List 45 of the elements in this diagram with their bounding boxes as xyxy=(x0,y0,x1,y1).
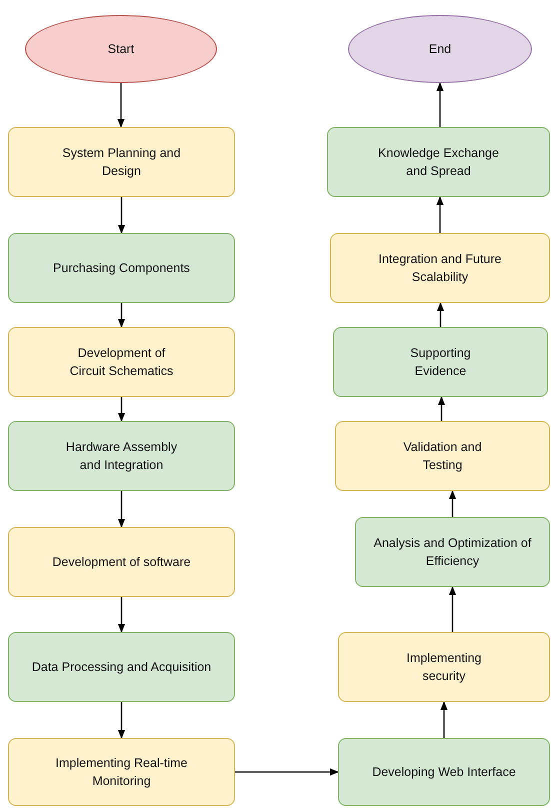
process-box xyxy=(330,233,550,303)
node-label: Implementing Real-time Monitoring xyxy=(54,755,188,790)
process-box xyxy=(8,327,235,397)
node-label: Validation and Testing xyxy=(402,439,483,474)
arrow xyxy=(118,597,126,633)
arrow xyxy=(436,196,444,233)
node-label: Developing Web Interface xyxy=(372,764,516,781)
process-box xyxy=(355,517,550,587)
arrow xyxy=(118,397,126,422)
process-box xyxy=(8,421,235,491)
arrow xyxy=(436,82,444,127)
arrow xyxy=(235,768,339,776)
arrow xyxy=(118,197,126,234)
process-box xyxy=(8,127,235,197)
process-box xyxy=(335,421,550,491)
node-label: Implementing security xyxy=(405,650,483,685)
process-box xyxy=(327,127,550,197)
process-box xyxy=(8,233,235,303)
node-label: Supporting Evidence xyxy=(409,345,472,380)
node-label: Start xyxy=(108,41,134,58)
process-box xyxy=(8,527,235,597)
process-box xyxy=(8,738,235,806)
arrow xyxy=(438,396,446,421)
process-box xyxy=(333,327,548,397)
arrow xyxy=(448,586,456,632)
node-label: Hardware Assembly and Integration xyxy=(64,439,178,474)
node-label: Development of software xyxy=(52,554,191,571)
arrow xyxy=(117,83,125,128)
arrow xyxy=(448,490,456,517)
node-label: Analysis and Optimization of Efficiency xyxy=(372,535,532,570)
node-label: System Planning and Design xyxy=(61,145,182,180)
arrow xyxy=(118,303,126,328)
arrow xyxy=(118,702,126,739)
arrow xyxy=(118,491,126,528)
process-box xyxy=(338,738,550,806)
arrow xyxy=(440,701,448,738)
node-label: Purchasing Components xyxy=(53,260,190,277)
node-label: Knowledge Exchange and Spread xyxy=(377,145,500,180)
arrow xyxy=(436,302,444,327)
node-label: Data Processing and Acquisition xyxy=(32,659,212,676)
process-box xyxy=(338,632,550,702)
node-label: Integration and Future Scalability xyxy=(378,251,502,286)
process-box xyxy=(8,632,235,702)
node-label: End xyxy=(428,41,452,58)
node-label: Development of Circuit Schematics xyxy=(68,345,174,380)
